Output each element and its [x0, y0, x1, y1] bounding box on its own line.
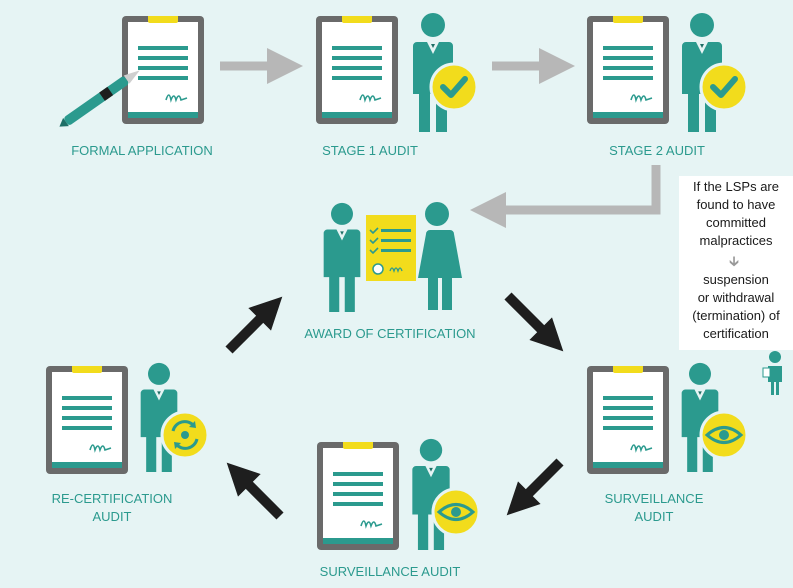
note-line: found to have — [696, 197, 776, 212]
clipboard-icon — [46, 366, 128, 474]
person-icon — [418, 202, 462, 310]
surveillance-audit-bottom-label: SURVEILLANCE AUDIT — [319, 564, 461, 579]
arrow-surveillance-right-to-bottom — [506, 458, 564, 516]
checkmark-icon — [429, 62, 479, 112]
label-line: SURVEILLANCE — [604, 491, 704, 506]
stage2-audit-label: STAGE 2 AUDIT — [609, 143, 705, 158]
arrow-stage2-to-award — [470, 165, 661, 228]
formal-application-label: FORMAL APPLICATION — [71, 143, 213, 158]
refresh-cycle-icon — [160, 410, 210, 460]
stage1-audit-label: STAGE 1 AUDIT — [322, 143, 418, 158]
clipboard-icon — [587, 16, 669, 124]
recertification-audit-node — [46, 362, 210, 474]
label-line: AUDIT — [634, 509, 674, 524]
person-icon — [762, 351, 782, 395]
label-line: RE-CERTIFICATION — [51, 491, 173, 506]
clipboard-icon — [316, 16, 398, 124]
arrow-down-icon: 🡳 — [729, 253, 740, 269]
surveillance-audit-right-node — [587, 362, 749, 474]
note-line: If the LSPs are — [693, 179, 779, 194]
note-line: or withdrawal — [697, 290, 775, 305]
note-line: suspension — [703, 272, 769, 287]
arrow-award-to-surveillance-right — [504, 292, 564, 352]
note-line: certification — [703, 326, 769, 341]
note-text-bottom: suspension or withdrawal (termination) o… — [679, 271, 793, 343]
arrow-recertification-to-award — [225, 296, 283, 354]
eye-icon — [699, 410, 749, 460]
eye-icon — [431, 487, 481, 537]
note-line: malpractices — [699, 233, 773, 248]
clipboard-icon — [122, 16, 204, 124]
person-icon — [323, 202, 361, 312]
certificate-icon — [366, 215, 416, 281]
malpractice-note: If the LSPs are found to have committed … — [679, 176, 793, 350]
clipboard-icon — [587, 366, 669, 474]
arrow-bottom-to-recertification — [226, 462, 284, 520]
note-line: committed — [706, 215, 766, 230]
pen-icon — [59, 70, 140, 127]
clipboard-icon — [317, 442, 399, 550]
award-of-certification-node — [323, 202, 462, 312]
surveillance-audit-right-label: SURVEILLANCE AUDIT — [589, 490, 719, 526]
note-text-top: If the LSPs are found to have committed … — [679, 178, 793, 250]
formal-application-node — [59, 16, 204, 127]
stage2-audit-node — [587, 13, 749, 132]
label-line: AUDIT — [92, 509, 132, 524]
award-of-certification-label: AWARD OF CERTIFICATION — [304, 326, 476, 341]
checkmark-icon — [699, 62, 749, 112]
recertification-audit-label: RE-CERTIFICATION AUDIT — [32, 490, 192, 526]
surveillance-audit-bottom-node — [317, 438, 481, 550]
flow-arrows — [220, 48, 661, 520]
stage1-audit-node — [316, 13, 479, 132]
note-line: (termination) of — [692, 308, 780, 323]
